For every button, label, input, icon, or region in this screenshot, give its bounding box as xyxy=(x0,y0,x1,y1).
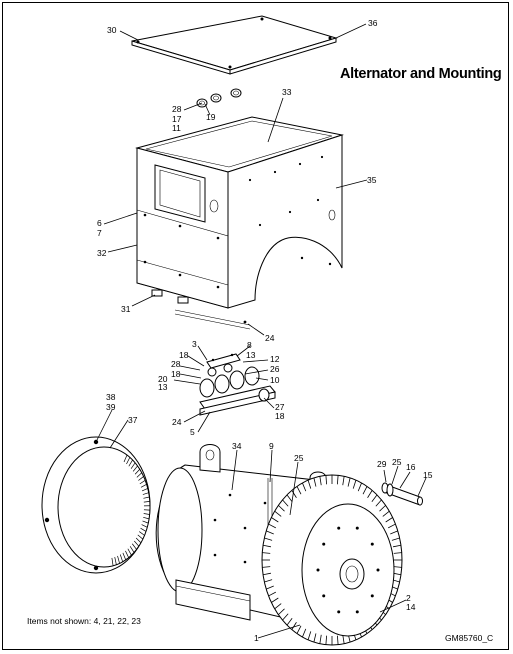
callout-13: 13 xyxy=(158,382,168,392)
leader-lines xyxy=(95,23,427,639)
callout-labels: 30 36 28 19 17 11 33 35 6 7 32 31 24 3 8… xyxy=(97,18,433,643)
alternator xyxy=(155,444,403,646)
callout-24: 24 xyxy=(172,417,182,427)
callout-38: 38 xyxy=(106,392,116,402)
callout-1: 1 xyxy=(254,633,259,643)
callout-25: 25 xyxy=(392,457,402,467)
callout-27: 27 xyxy=(275,402,285,412)
callout-14: 14 xyxy=(406,602,416,612)
callout-8: 8 xyxy=(247,340,252,350)
callout-3: 3 xyxy=(192,339,197,349)
diagram-frame xyxy=(2,2,509,650)
callout-20: 20 xyxy=(158,374,168,384)
callout-7: 7 xyxy=(97,228,102,238)
callout-25: 25 xyxy=(294,453,304,463)
callout-31: 31 xyxy=(121,304,131,314)
terminal-block xyxy=(199,353,276,416)
callout-37: 37 xyxy=(128,415,138,425)
callout-9: 9 xyxy=(269,441,274,451)
callout-26: 26 xyxy=(270,364,280,374)
callout-34: 34 xyxy=(232,441,242,451)
callout-2: 2 xyxy=(406,593,411,603)
callout-28: 28 xyxy=(172,104,182,114)
items-not-shown-note: Items not shown: 4, 21, 22, 23 xyxy=(27,616,141,626)
callout-29: 29 xyxy=(377,459,387,469)
callout-13: 13 xyxy=(246,350,256,360)
callout-18: 18 xyxy=(179,350,189,360)
callout-32: 32 xyxy=(97,248,107,258)
terminal-insulators xyxy=(199,366,270,402)
shaft-assembly xyxy=(381,482,423,506)
cover-plate xyxy=(131,15,338,75)
callout-16: 16 xyxy=(406,462,416,472)
callout-24: 24 xyxy=(265,333,275,343)
callout-10: 10 xyxy=(270,375,280,385)
callout-33: 33 xyxy=(282,87,292,97)
cable-glands xyxy=(196,88,242,108)
callout-18: 18 xyxy=(275,411,285,421)
callout-30: 30 xyxy=(107,25,117,35)
drawing-code: GM85760_C xyxy=(445,633,494,643)
callout-36: 36 xyxy=(368,18,378,28)
callout-19: 19 xyxy=(206,112,216,122)
callout-28: 28 xyxy=(171,359,181,369)
fan-guard xyxy=(41,436,151,574)
callout-5: 5 xyxy=(190,427,195,437)
callout-12: 12 xyxy=(270,354,280,364)
callout-15: 15 xyxy=(423,470,433,480)
callout-35: 35 xyxy=(367,175,377,185)
callout-39: 39 xyxy=(106,402,116,412)
diagram-title: Alternator and Mounting xyxy=(340,66,502,82)
callout-11: 11 xyxy=(172,123,181,133)
callout-6: 6 xyxy=(97,218,102,228)
callout-17: 17 xyxy=(172,114,182,124)
junction-box xyxy=(135,116,344,330)
callout-18: 18 xyxy=(171,369,181,379)
